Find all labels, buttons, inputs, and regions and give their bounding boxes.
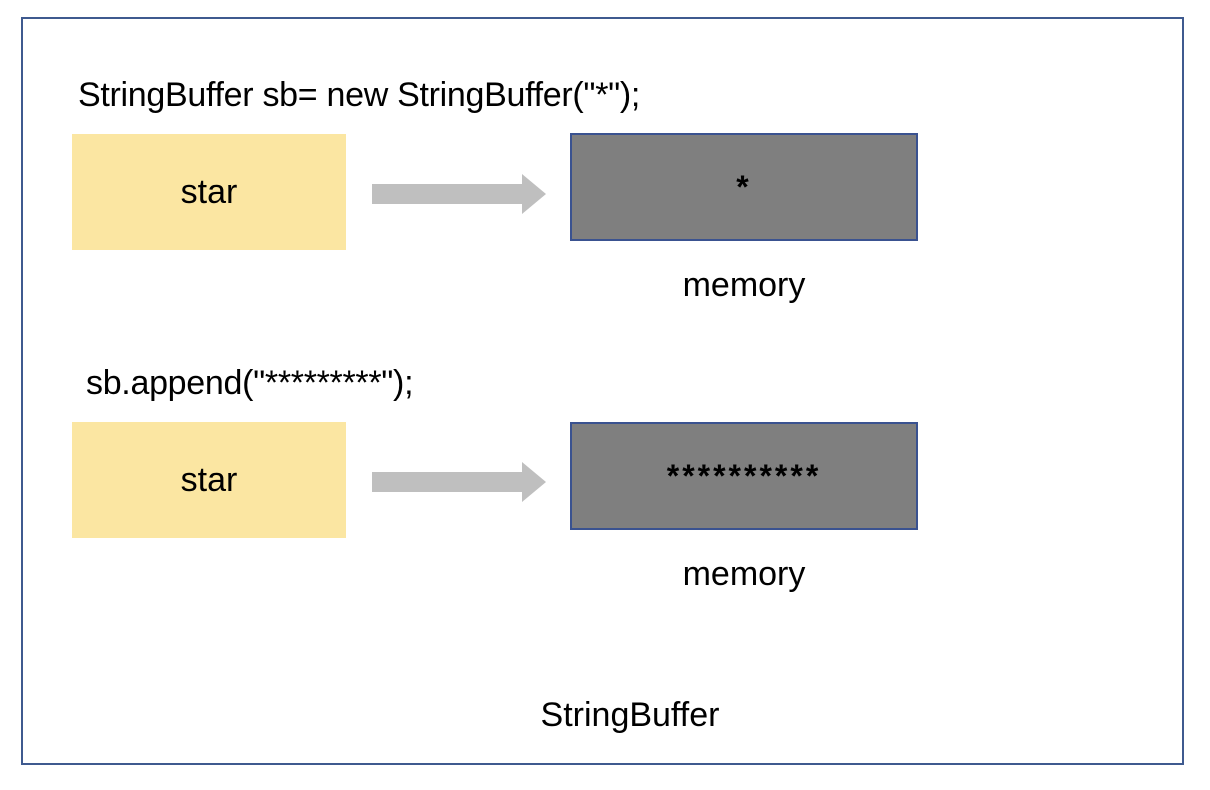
variable-label: star — [180, 460, 238, 499]
memory-label: memory — [682, 266, 806, 304]
reference-arrow-icon — [372, 174, 546, 214]
memory-box: * — [570, 133, 918, 241]
memory-label: memory — [682, 555, 806, 593]
diagram-caption: StringBuffer — [540, 696, 720, 734]
code-line-append: sb.append("*********"); — [86, 364, 414, 402]
variable-label: star — [180, 172, 238, 211]
diagram-frame — [21, 17, 1184, 765]
variable-box-star: star — [72, 422, 346, 538]
memory-box: ********** — [570, 422, 918, 530]
reference-arrow-icon — [372, 462, 546, 502]
memory-value: * — [736, 168, 752, 205]
variable-box-star: star — [72, 134, 346, 250]
memory-value: ********** — [666, 457, 822, 494]
code-line-create: StringBuffer sb= new StringBuffer("*"); — [78, 76, 641, 114]
